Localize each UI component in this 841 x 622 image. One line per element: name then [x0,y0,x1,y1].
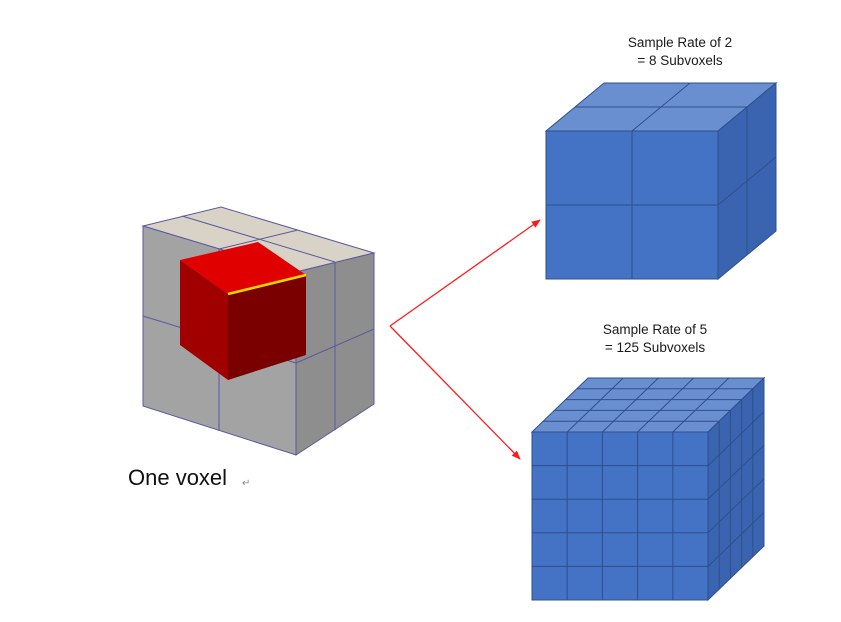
subvoxel-front-face [180,260,228,380]
cube-grid-line [707,478,765,534]
cube-grid-line [672,377,730,433]
top-caption-line2: = 8 Subvoxels [637,53,722,68]
cube-grid-line [707,411,765,466]
cube-grid-line [717,156,777,206]
subvoxel-highlight-edge [227,273,307,296]
arrow-to-top-cube [389,219,541,327]
arrow-to-bottom-cube [389,325,521,460]
voxel-label: One voxel [128,465,227,490]
cube-grid-line [707,444,765,500]
subvoxel-cube-rate-5 [530,376,766,602]
cube-grid-line [707,512,765,567]
cube-grid-line [602,377,659,433]
subvoxel-cube-rate-2 [544,81,778,281]
voxel-grid-line [295,328,375,364]
cube-grid-line [637,377,694,433]
cube-grid-line [566,377,624,433]
subvoxel-side-face [228,275,306,380]
voxel-grid-line [218,229,299,250]
paragraph-mark: ↵ [242,478,250,489]
highlighted-subvoxel [180,242,307,380]
cube-front-face [531,431,709,601]
bottom-caption-line1: Sample Rate of 5 [603,322,707,337]
arrows [389,219,541,460]
bottom-caption-line2: = 125 Subvoxels [605,340,705,355]
top-caption-line1: Sample Rate of 2 [628,35,732,50]
subvoxel-top-face [180,242,306,294]
